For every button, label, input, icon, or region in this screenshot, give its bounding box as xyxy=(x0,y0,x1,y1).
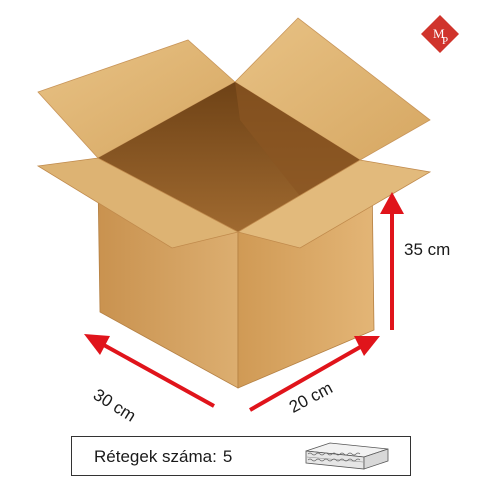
svg-text:M: M xyxy=(433,26,445,41)
mp-logo: M P xyxy=(420,14,460,59)
svg-text:P: P xyxy=(442,35,448,47)
depth-arrowhead xyxy=(84,334,110,355)
width-arrow xyxy=(249,344,363,412)
box-inside-wall xyxy=(235,82,360,196)
box-front-right-flap xyxy=(236,159,432,249)
height-label: 35 cm xyxy=(404,240,451,259)
width-arrowhead xyxy=(354,336,380,356)
layers-value: 5 xyxy=(222,447,233,466)
corrugated-board-icon xyxy=(304,441,390,476)
box-back-right-flap xyxy=(234,17,431,161)
depth-arrow xyxy=(101,342,215,408)
layers-label: Rétegek száma: xyxy=(94,447,217,466)
layers-info-box: Rétegek száma: 5 xyxy=(71,436,411,476)
layers-info-text: Rétegek száma: 5 xyxy=(94,447,238,467)
height-arrowhead xyxy=(380,192,404,214)
